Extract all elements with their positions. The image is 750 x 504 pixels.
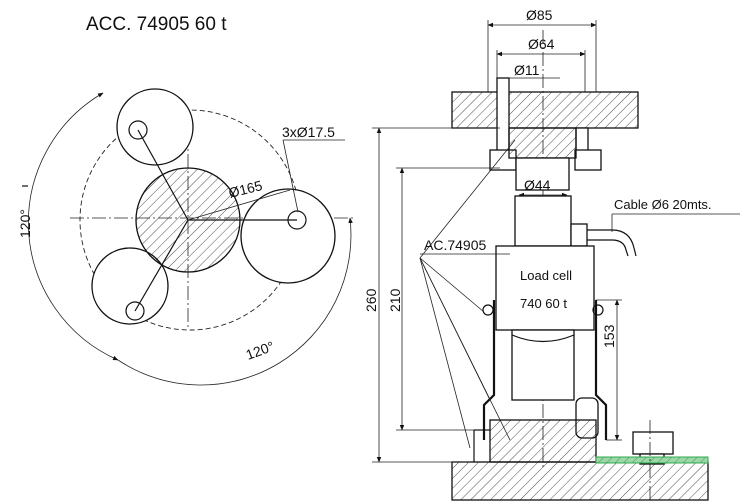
dim-260: 260 [363,288,379,312]
lobe-right [240,188,336,284]
dim-dia-64: Ø64 [528,36,555,52]
side-frame [482,300,608,440]
plan-view: 120° 120° 3xØ17.5 Ø165 [17,88,355,386]
cable-gland [570,223,588,247]
load-cell-label-2: 740 60 t [520,296,567,311]
drawing-title: ACC. 74905 60 t [86,14,227,35]
dim-dia-85: Ø85 [526,7,553,23]
dim-153: 153 [601,324,617,348]
load-cell-label-1: Load cell [520,268,572,283]
mount-hole-bottom [125,301,145,321]
dim-210: 210 [387,288,403,312]
lobe-top [116,88,194,166]
base-block [489,419,597,463]
cable-label: Cable Ø6 20mts. [614,197,712,212]
green-shim [595,456,709,464]
dim-dia-11: Ø11 [514,62,540,78]
dim-dia-44: Ø44 [524,177,551,193]
top-plate [451,91,639,129]
angle-bottom-label: 120° [244,338,277,363]
elevation-view: Ø85 Ø64 Ø11 Ø44 Cable Ø6 20mts. Load cel… [363,7,740,501]
angle-left-label: 120° [17,209,33,238]
accessory-label: AC.74905 [424,237,486,253]
mount-hole-top [128,120,148,140]
nut-right [574,149,602,171]
hole-callout: 3xØ17.5 [282,124,335,140]
bolt-head-bottom [632,431,674,455]
pcd-label: Ø165 [227,177,264,201]
pressure-pad [508,127,577,159]
bottom-plate [451,461,709,501]
load-cell-body [495,245,595,331]
lobe-bottom [91,247,169,325]
